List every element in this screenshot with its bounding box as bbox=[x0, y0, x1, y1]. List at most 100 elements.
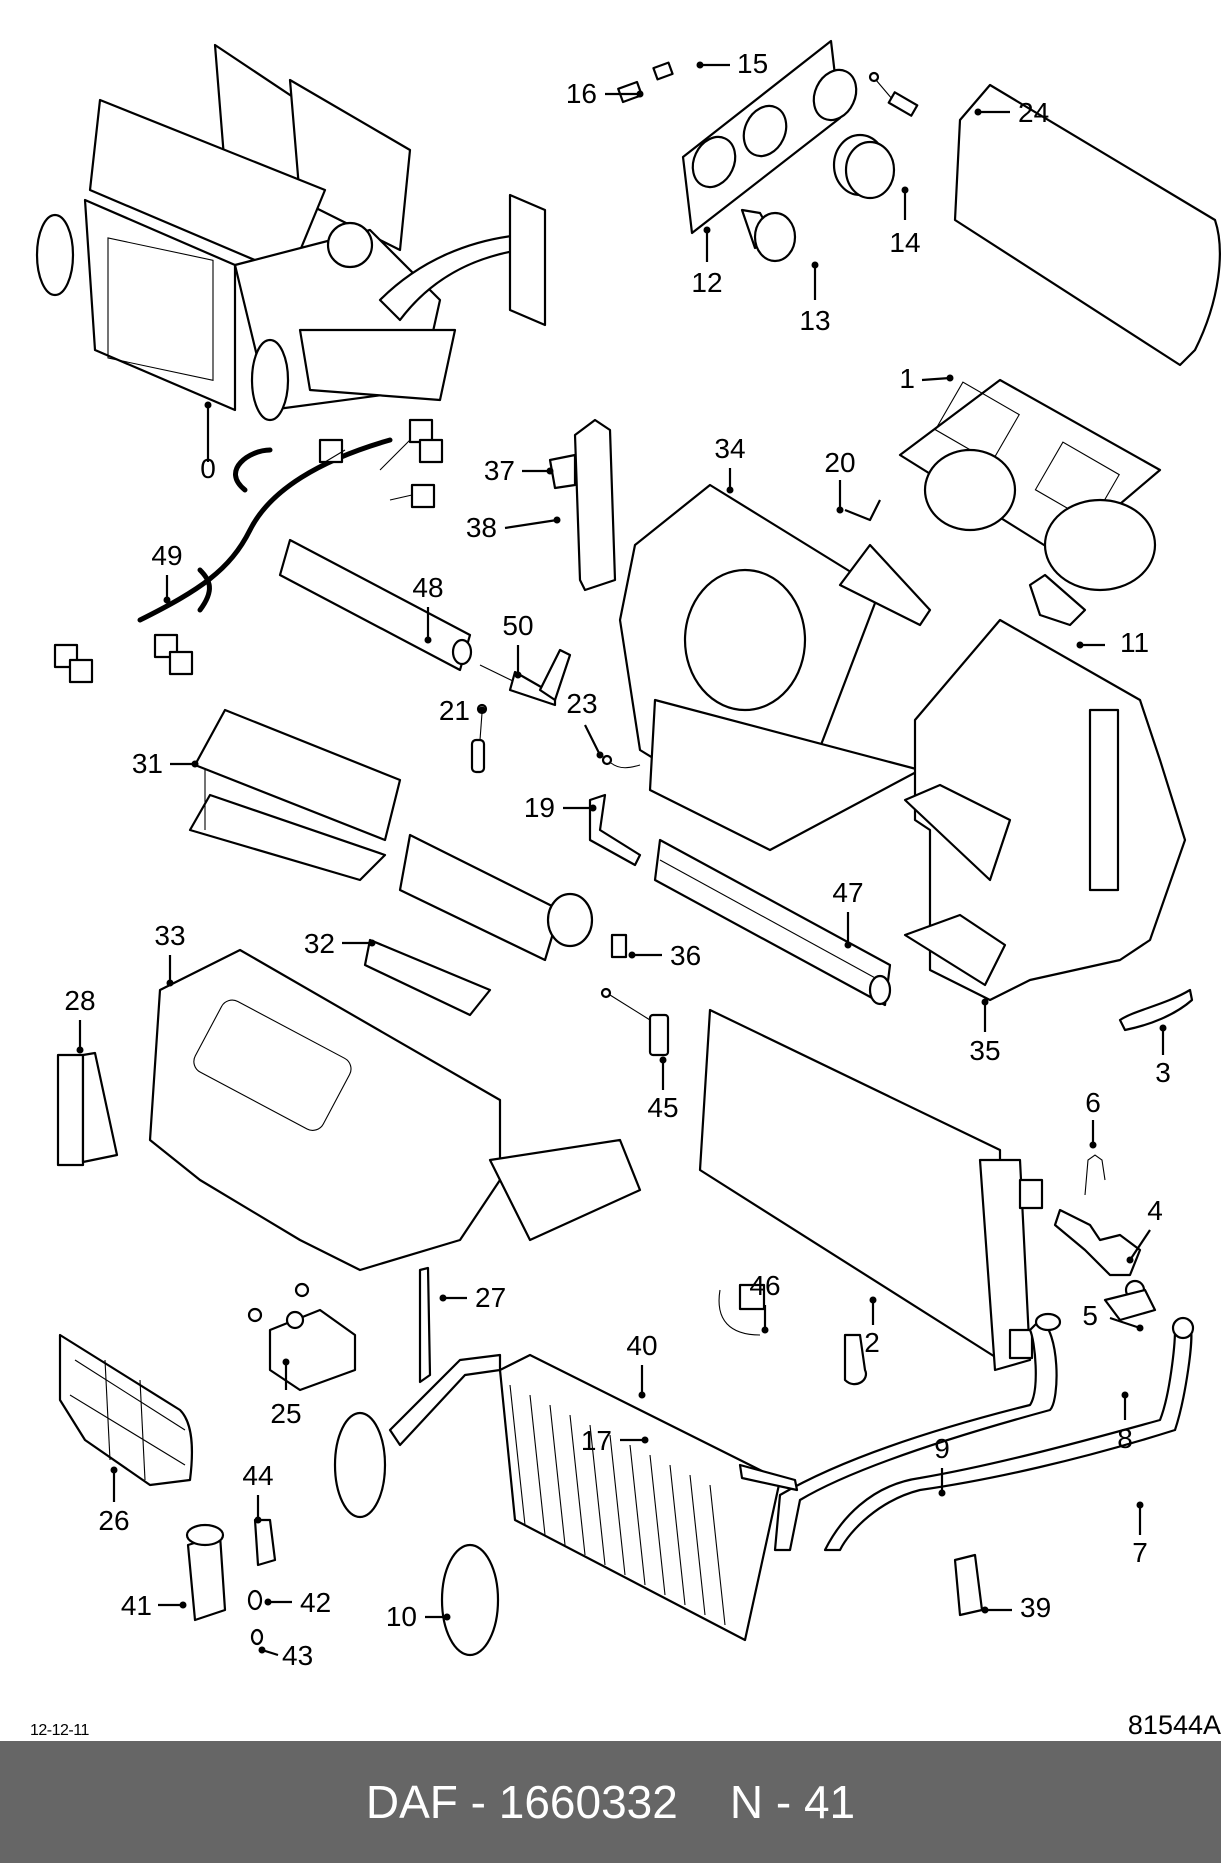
callout-anchor-dot bbox=[981, 1606, 989, 1614]
callout-anchor-dot bbox=[703, 226, 711, 234]
part-42-o-ring bbox=[247, 1589, 263, 1611]
part-32-air-duct bbox=[363, 833, 594, 1017]
callout-42: 42 bbox=[264, 1587, 331, 1618]
callout-39: 39 bbox=[981, 1592, 1051, 1623]
drawing-date: 12-12-11 bbox=[30, 1722, 89, 1739]
callout-number: 48 bbox=[412, 572, 443, 603]
callout-number: 14 bbox=[889, 227, 920, 258]
part-23-sensor-wire bbox=[601, 754, 641, 769]
part-7-9-coolant-hoses bbox=[773, 1312, 1195, 1552]
part-16-bulb-holder bbox=[617, 80, 643, 104]
callout-leader-line bbox=[504, 518, 558, 530]
part-8-hose-bracket bbox=[1103, 1288, 1157, 1322]
callout-anchor-dot bbox=[901, 186, 909, 194]
callout-anchor-dot bbox=[596, 751, 604, 759]
callout-28: 28 bbox=[64, 985, 96, 1054]
callout-number: 11 bbox=[1120, 627, 1149, 658]
callout-number: 10 bbox=[386, 1601, 417, 1632]
callout-8: 8 bbox=[1117, 1391, 1133, 1454]
exploded-parts-diagram: 0123456789101112131415161719202123242526… bbox=[35, 39, 1221, 1671]
callout-31: 31 bbox=[132, 748, 199, 779]
part-26-filter-cover bbox=[58, 1333, 194, 1487]
part-10-grommet-seal bbox=[333, 1411, 500, 1657]
callout-number: 45 bbox=[647, 1092, 678, 1123]
callout-anchor-dot bbox=[1136, 1324, 1144, 1332]
callout-number: 15 bbox=[737, 48, 768, 79]
callout-anchor-dot bbox=[76, 1046, 84, 1054]
callout-anchor-dot bbox=[589, 804, 597, 812]
callout-leader-line bbox=[584, 724, 601, 756]
callout-number: 21 bbox=[439, 695, 470, 726]
callout-anchor-dot bbox=[836, 506, 844, 514]
callout-6: 6 bbox=[1085, 1087, 1101, 1149]
callout-4: 4 bbox=[1126, 1195, 1163, 1264]
callout-anchor-dot bbox=[628, 951, 636, 959]
callout-number: 39 bbox=[1020, 1592, 1051, 1623]
callout-number: 9 bbox=[934, 1433, 950, 1464]
callout-23: 23 bbox=[566, 688, 604, 759]
callout-number: 31 bbox=[132, 748, 163, 779]
callout-anchor-dot bbox=[258, 1646, 266, 1654]
callout-number: 25 bbox=[270, 1398, 301, 1429]
callout-15: 15 bbox=[696, 48, 768, 79]
callout-number: 12 bbox=[691, 267, 722, 298]
part-21-sensor bbox=[470, 703, 488, 774]
callout-number: 20 bbox=[824, 447, 855, 478]
callout-45: 45 bbox=[647, 1056, 679, 1123]
callout-10: 10 bbox=[386, 1601, 451, 1632]
callout-anchor-dot bbox=[439, 1294, 447, 1302]
callout-13: 13 bbox=[799, 261, 831, 336]
callout-26: 26 bbox=[98, 1466, 130, 1536]
callout-20: 20 bbox=[824, 447, 856, 514]
callout-number: 47 bbox=[832, 877, 863, 908]
callout-anchor-dot bbox=[443, 1613, 451, 1621]
callout-leader-line bbox=[1129, 1229, 1151, 1261]
part-47-air-flap bbox=[653, 838, 892, 1007]
callout-number: 27 bbox=[475, 1282, 506, 1313]
callout-anchor-dot bbox=[761, 1326, 769, 1334]
callout-anchor-dot bbox=[811, 261, 819, 269]
callout-number: 40 bbox=[626, 1330, 657, 1361]
callout-number: 44 bbox=[242, 1460, 273, 1491]
callout-3: 3 bbox=[1155, 1024, 1171, 1088]
callout-number: 7 bbox=[1132, 1537, 1148, 1568]
callout-37: 37 bbox=[484, 455, 554, 486]
callout-34: 34 bbox=[714, 433, 746, 494]
callout-17: 17 bbox=[581, 1425, 649, 1456]
callout-anchor-dot bbox=[981, 998, 989, 1006]
callout-0: 0 bbox=[200, 401, 216, 484]
part-12-control-panel bbox=[681, 39, 858, 235]
callout-number: 13 bbox=[799, 305, 830, 336]
part-36-clip bbox=[610, 933, 628, 959]
part-44-mounting-plate bbox=[253, 1518, 277, 1567]
callout-16: 16 bbox=[566, 78, 644, 109]
callout-32: 32 bbox=[304, 928, 376, 959]
callout-46: 46 bbox=[749, 1270, 781, 1334]
callout-anchor-dot bbox=[110, 1466, 118, 1474]
part-19-actuator-rod bbox=[588, 793, 642, 867]
part-28-cabin-filter bbox=[56, 1051, 119, 1167]
callout-number: 34 bbox=[714, 433, 745, 464]
callout-anchor-dot bbox=[478, 706, 486, 714]
callout-49: 49 bbox=[151, 540, 183, 604]
callout-number: 42 bbox=[300, 1587, 331, 1618]
callout-anchor-dot bbox=[1159, 1024, 1167, 1032]
callout-21: 21 bbox=[439, 695, 486, 726]
part-14-knob bbox=[832, 133, 896, 200]
callout-anchor-dot bbox=[636, 90, 644, 98]
part-48-flap-shaft bbox=[278, 538, 473, 672]
callout-number: 35 bbox=[969, 1035, 1000, 1066]
callout-12: 12 bbox=[691, 226, 723, 298]
callout-number: 17 bbox=[581, 1425, 612, 1456]
callout-number: 46 bbox=[749, 1270, 780, 1301]
part-4-water-valve bbox=[1053, 1208, 1142, 1277]
callout-anchor-dot bbox=[191, 760, 199, 768]
callout-number: 3 bbox=[1155, 1057, 1171, 1088]
callout-anchor-dot bbox=[869, 1296, 877, 1304]
callout-27: 27 bbox=[439, 1282, 506, 1313]
part-49-wiring-harness bbox=[53, 418, 444, 684]
callout-anchor-dot bbox=[282, 1358, 290, 1366]
callout-anchor-dot bbox=[163, 596, 171, 604]
callout-number: 16 bbox=[566, 78, 597, 109]
callout-anchor-dot bbox=[179, 1601, 187, 1609]
